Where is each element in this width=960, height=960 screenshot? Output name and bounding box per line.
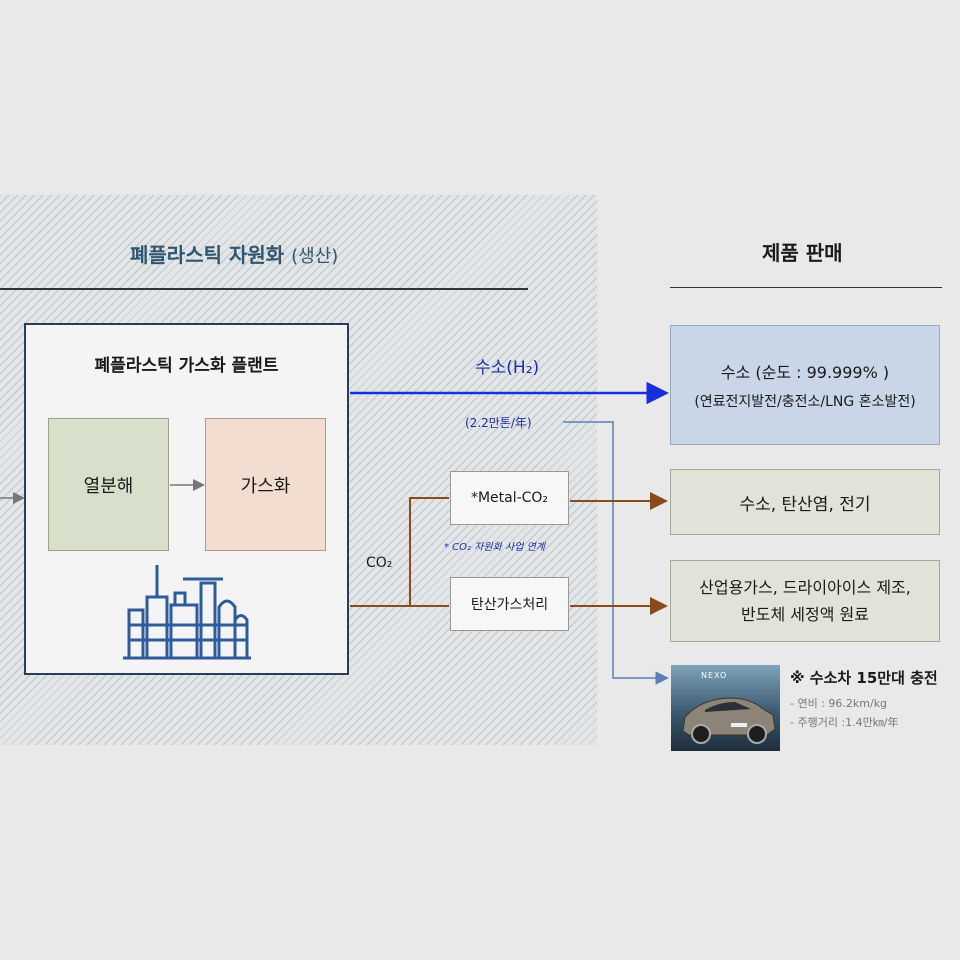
- left-section-title-suffix: (생산): [291, 246, 339, 267]
- left-section-rule: [0, 288, 528, 290]
- nexo-badge: NEXO: [701, 671, 728, 680]
- capacity-to-nexo-arrow: [563, 421, 669, 685]
- right-section-rule: [670, 287, 942, 288]
- gasification-box: 가스화: [205, 418, 326, 551]
- carbon-products-line2: 반도체 세정액 원료: [741, 605, 869, 624]
- plant-title: 폐플라스틱 가스화 플랜트: [94, 356, 279, 376]
- pyrolysis-box: 열분해: [48, 418, 169, 551]
- capacity-label: (2.2만톤/年): [465, 416, 532, 430]
- hydrogen-product-box: 수소 (순도 : 99.999% ) (연료전지발전/충전소/LNG 혼소발전): [670, 325, 940, 445]
- co2-note: * CO₂ 자원화 사업 연계: [444, 542, 545, 553]
- carbon-products-box: 산업용가스, 드라이아이스 제조, 반도체 세정액 원료: [670, 560, 940, 642]
- carbon-products-line1: 산업용가스, 드라이아이스 제조,: [699, 578, 911, 597]
- left-section-title-text: 폐플라스틱 자원화: [130, 243, 285, 267]
- left-section-title: 폐플라스틱 자원화 (생산): [130, 239, 338, 268]
- right-section-title: 제품 판매: [762, 241, 843, 265]
- nexo-car-image: NEXO: [671, 665, 780, 751]
- hydrogen-product-line1: 수소 (순도 : 99.999% ): [720, 363, 890, 382]
- metal-products-box: 수소, 탄산염, 전기: [670, 469, 940, 535]
- factory-icon: [123, 565, 251, 660]
- hydrogen-product-line2: (연료전지발전/충전소/LNG 혼소발전): [694, 394, 916, 410]
- carbon-gas-treatment-box: 탄산가스처리: [450, 577, 569, 631]
- metal-co2-box: *Metal-CO₂: [450, 471, 569, 525]
- co2-label: CO₂: [366, 555, 393, 571]
- co2-branch-line: [409, 497, 449, 606]
- car-icon: [682, 697, 776, 744]
- nexo-title: ※ 수소차 15만대 충전: [790, 669, 938, 687]
- nexo-spec-efficiency: - 연비 : 96.2km/kg: [790, 697, 888, 710]
- hydrogen-label: 수소(H₂): [475, 358, 540, 378]
- nexo-spec-range: - 주행거리 :1.4만㎞/年: [790, 716, 899, 729]
